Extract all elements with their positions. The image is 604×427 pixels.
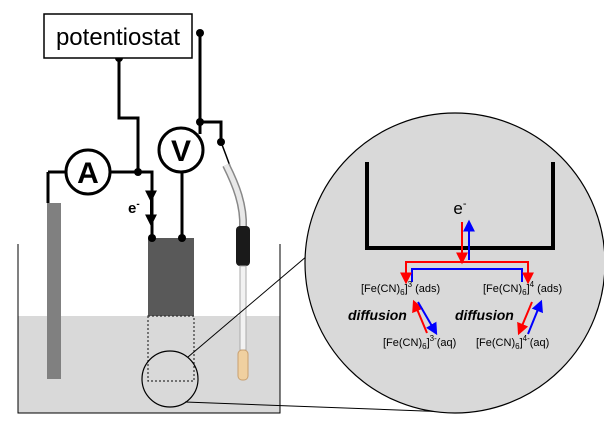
diffusion-left-up-arrow xyxy=(412,299,428,334)
ferrocyanide-ads-label: [Fe(CN)6]4 (ads) xyxy=(483,280,562,297)
ammeter-label: A xyxy=(77,157,99,190)
counter-electrode xyxy=(47,203,61,379)
potentiostat-box: potentiostat xyxy=(43,13,193,59)
ferrocyanide-aq-label: [Fe(CN)6]4-(aq) xyxy=(476,334,549,351)
potentiostat-label: potentiostat xyxy=(56,24,180,51)
diffusion-right-up-arrow xyxy=(527,299,543,335)
svg-text:e-: e- xyxy=(128,199,140,217)
ferricyanide-aq-label: [Fe(CN)6]3-(aq) xyxy=(383,334,456,351)
electron-zoom-label: e- xyxy=(453,198,466,218)
diffusion-right-label: diffusion xyxy=(455,307,514,323)
ammeter: A xyxy=(64,148,112,196)
diffusion-left-down-arrow xyxy=(417,301,438,336)
diffusion-right-down-arrow xyxy=(517,301,533,336)
ferricyanide-ads-label: [Fe(CN)6]3 (ads) xyxy=(361,280,440,297)
beaker-walls xyxy=(17,244,281,414)
voltmeter-label: V xyxy=(171,135,191,168)
reaction-arrows xyxy=(400,219,543,336)
working-electrode-submerged xyxy=(147,315,195,382)
voltmeter: V xyxy=(157,126,205,174)
zoom-electrode-outline xyxy=(365,162,555,250)
electron-left-sup: - xyxy=(136,199,139,210)
electron-left-label: e xyxy=(128,200,136,217)
working-electrode xyxy=(148,238,194,316)
magnifier-small xyxy=(141,350,199,408)
magnifier-tangent-bottom xyxy=(184,401,451,413)
diffusion-left-label: diffusion xyxy=(348,307,407,323)
electron-flow-left: e- xyxy=(128,190,157,227)
